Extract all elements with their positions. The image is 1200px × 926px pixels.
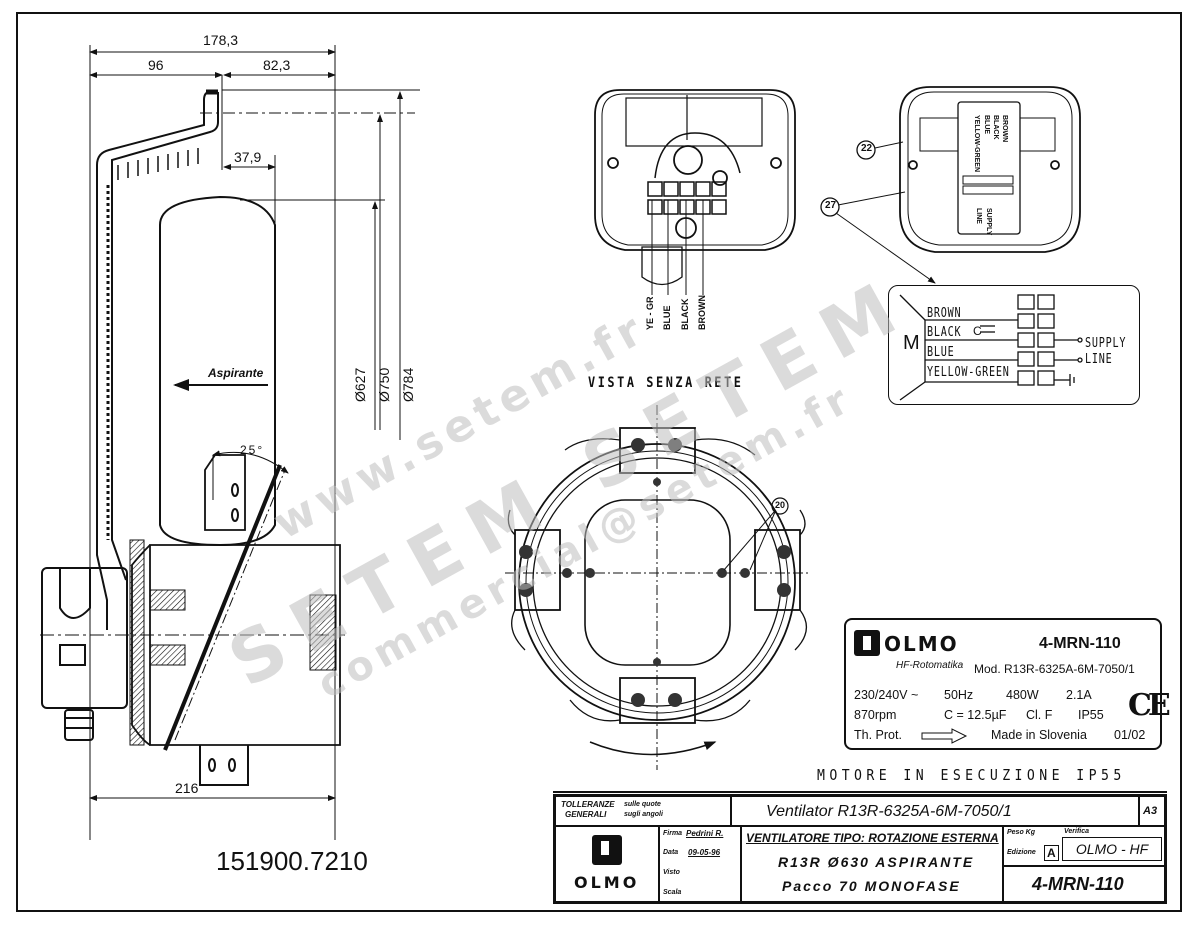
dim-left-width: 96 [148, 57, 164, 73]
wire-label-blue: BLUE [662, 305, 672, 331]
wire-label-ye-gr: YE - GR [645, 296, 655, 330]
nameplate-brand: OLMO [884, 632, 959, 656]
callout-22: 22 [861, 143, 873, 154]
tolerance-sub-1: sulle quote [624, 801, 661, 808]
wiring-diagram: M BROWN BLACK BLUE YELLOW-GREEN C SUPPLY… [888, 285, 1140, 405]
cover-label-yellow-green: YELLOW-GREEN [973, 115, 980, 173]
edizione-label: Edizione [1007, 849, 1036, 856]
callout-20: 20 [775, 500, 786, 510]
spec-origin: Made in Slovenia [991, 728, 1087, 742]
spec-power: 480W [1006, 688, 1039, 702]
motor-nameplate: OLMO HF-Rotomatika 4-MRN-110 Mod. R13R-6… [844, 618, 1171, 750]
tolerance-label-2: GENERALI [565, 810, 607, 819]
dim-right-width: 82,3 [263, 57, 291, 73]
drawing-title: Ventilator R13R-6325A-6M-7050/1 [766, 803, 1012, 820]
data-value: 09-05-96 [688, 848, 721, 857]
tolerance-label-1: TOLLERANZE [561, 800, 615, 809]
wire-yellow-green: YELLOW-GREEN [927, 365, 1010, 380]
wire-label-black: BLACK [680, 298, 690, 331]
sheet-format: A3 [1143, 805, 1158, 817]
spec-frequency: 50Hz [944, 688, 974, 702]
tolerance-cell: TOLLERANZE GENERALI sulle quote sugli an… [555, 796, 731, 826]
logo-cell: OLMO [555, 826, 659, 902]
spec-thermal: Th. Prot. [854, 728, 902, 742]
spec-class: Cl. F [1026, 708, 1053, 722]
cover-label-brown: BROWN [1001, 115, 1008, 143]
signature-cell: Firma Pedrini R. Data 09-05-96 Visto Sca… [659, 826, 741, 902]
title-block: TOLLERANZE GENERALI sulle quote sugli an… [553, 794, 1167, 904]
callout-27: 27 [825, 200, 837, 211]
spec-ip: IP55 [1078, 708, 1104, 722]
cover-label-supply: SUPPLY [985, 208, 992, 236]
tolerance-sub-2: sugli angoli [624, 811, 663, 818]
spec-rpm: 870rpm [854, 708, 897, 722]
description-cell: VENTILATORE TIPO: ROTAZIONE ESTERNA R13R… [741, 826, 1003, 902]
airflow-label: Aspirante [208, 366, 264, 380]
dim-diameter-784: Ø784 [400, 367, 416, 402]
spec-voltage: 230/240V ~ [854, 688, 919, 702]
dim-diameter-750: Ø750 [376, 367, 392, 402]
description-line-2: R13R Ø630 ASPIRANTE [778, 854, 975, 870]
company-name: OLMO - HF [1062, 837, 1162, 861]
cover-label-blue: BLUE [983, 115, 990, 135]
spec-date: 01/02 [1114, 728, 1146, 742]
firma-label: Firma [663, 830, 683, 837]
scala-label: Scala [663, 889, 682, 896]
wiring-terminals [899, 294, 1083, 401]
data-label: Data [663, 849, 679, 856]
drawing-frame [16, 12, 1182, 912]
dim-overall-width: 178,3 [203, 32, 239, 48]
edizione-value: A [1044, 845, 1059, 861]
view-title: VISTA SENZA RETE [588, 375, 744, 391]
cover-view [820, 86, 1081, 284]
motor-label: M [903, 332, 920, 354]
verifica-label: Verifica [1064, 828, 1090, 835]
nameplate-model: Mod. R13R-6325A-6M-7050/1 [974, 662, 1135, 676]
dim-offset: 37,9 [234, 149, 262, 165]
line-label: LINE [1085, 352, 1113, 367]
spec-current: 2.1A [1066, 688, 1092, 702]
title-cell: Ventilator R13R-6325A-6M-7050/1 [731, 796, 1139, 826]
nameplate-code: 4-MRN-110 [1039, 635, 1121, 652]
wire-blue: BLUE [927, 345, 955, 360]
edition-cell: Peso Kg Verifica Edizione A OLMO - HF [1003, 826, 1165, 866]
th-prot-arrow [921, 728, 968, 744]
part-number: 151900.7210 [216, 846, 368, 876]
wire-label-brown: BROWN [697, 295, 707, 330]
dim-diameter-627: Ø627 [352, 367, 368, 402]
terminal-box-view [594, 89, 796, 295]
cover-label-line: LINE [975, 208, 982, 224]
cover-label-black: BLACK [992, 115, 999, 140]
olmo-logo-icon-title [592, 835, 622, 865]
ce-mark: CE [1128, 688, 1171, 723]
code-cell: 4-MRN-110 [1003, 866, 1165, 902]
peso-label: Peso Kg [1007, 829, 1036, 836]
spec-capacitor: C = 12.5µF [944, 708, 1007, 722]
side-view-fan [40, 89, 345, 786]
wire-black: BLACK [927, 325, 962, 340]
dim-bottom-width: 216 [175, 780, 199, 796]
description-line-3: Pacco 70 MONOFASE [782, 878, 961, 894]
firma-value: Pedrini R. [686, 829, 724, 838]
format-cell: A3 [1139, 796, 1165, 826]
dim-blade-angle: 25° [240, 443, 265, 457]
supply-label: SUPPLY [1085, 336, 1127, 351]
front-view [505, 405, 810, 770]
header-note: MOTORE IN ESECUZIONE IP55 [817, 766, 1126, 784]
wire-brown: BROWN [927, 306, 962, 321]
visto-label: Visto [663, 869, 680, 876]
nameplate-subbrand: HF-Rotomatika [896, 660, 964, 671]
capacitor-label: C [973, 324, 982, 338]
description-line-1: VENTILATORE TIPO: ROTAZIONE ESTERNA [746, 831, 999, 845]
olmo-logo-icon [854, 630, 880, 656]
drawing-code: 4-MRN-110 [1032, 874, 1124, 894]
logo-text: OLMO [574, 873, 640, 892]
